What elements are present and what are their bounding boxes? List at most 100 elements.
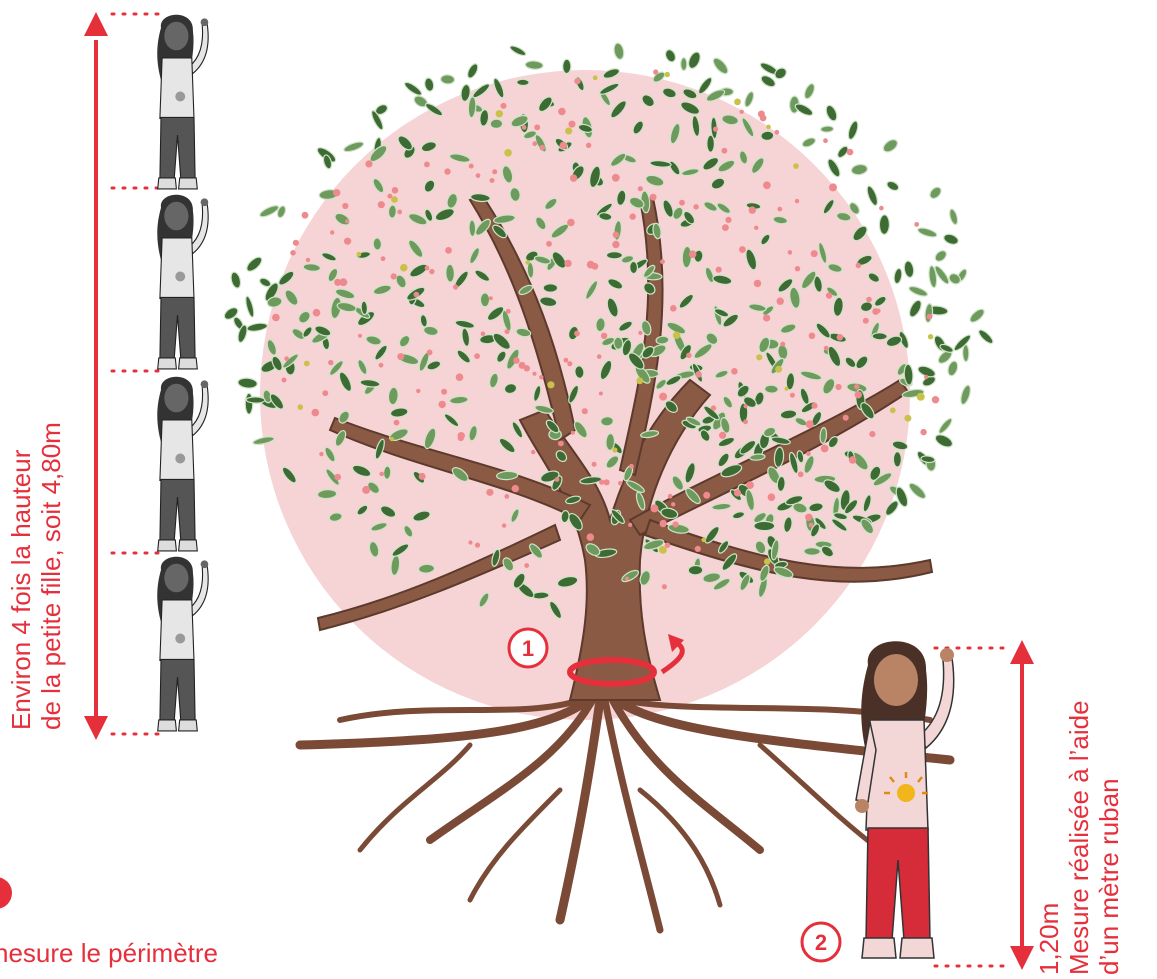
- blossom: [468, 540, 472, 544]
- blossom: [914, 222, 919, 227]
- blossom: [659, 546, 667, 554]
- leaf: [804, 547, 821, 555]
- blossom: [333, 189, 340, 196]
- leaf: [917, 226, 938, 238]
- blossom: [392, 187, 399, 194]
- blossom: [424, 162, 430, 168]
- blossom: [754, 226, 758, 230]
- leaf: [851, 163, 868, 175]
- blossom: [439, 401, 446, 408]
- blossom: [445, 247, 452, 254]
- blossom: [660, 520, 667, 527]
- blossom: [849, 456, 857, 464]
- leaf: [664, 48, 678, 64]
- blossom: [823, 138, 828, 143]
- blossom: [809, 523, 814, 528]
- tree-height-arrow: [84, 12, 108, 740]
- blossom: [798, 471, 804, 477]
- blossom: [378, 201, 385, 208]
- blossom: [522, 125, 527, 130]
- girl-height-caption: 1,20m Mesure réalisée à l’aide d’un mètr…: [1034, 595, 1124, 975]
- blossom: [612, 174, 620, 182]
- blossom: [476, 173, 481, 178]
- blossom: [345, 219, 349, 223]
- leaf: [403, 80, 423, 97]
- blossom: [671, 502, 675, 506]
- leaf: [246, 397, 265, 404]
- girl-figure-icon: [855, 641, 954, 958]
- blossom: [592, 263, 599, 270]
- blossom: [829, 183, 837, 191]
- leaf: [711, 56, 731, 76]
- blossom: [313, 309, 321, 317]
- blossom: [790, 393, 795, 398]
- blossom: [793, 163, 799, 169]
- blossom: [811, 403, 817, 409]
- leaf: [933, 432, 954, 449]
- blossom: [427, 350, 433, 356]
- blossom: [716, 267, 722, 273]
- blossom: [618, 481, 622, 485]
- leaf: [959, 384, 972, 405]
- blossom: [513, 357, 520, 364]
- blossom: [613, 232, 620, 239]
- blossom: [780, 342, 785, 347]
- leaf: [681, 58, 687, 71]
- leaf: [968, 307, 986, 325]
- leaf: [440, 74, 454, 84]
- blossom: [574, 331, 580, 337]
- blossom: [612, 447, 617, 452]
- tree-height-caption: Environ 4 fois la hauteur de la petite f…: [6, 310, 66, 730]
- leaf: [933, 248, 948, 263]
- leaf: [893, 268, 903, 284]
- blossom: [558, 108, 566, 116]
- blossom: [777, 298, 784, 305]
- blossom: [599, 392, 603, 396]
- blossom: [668, 494, 673, 499]
- blossom: [670, 305, 677, 312]
- blossom: [502, 523, 506, 527]
- blossom: [272, 314, 280, 322]
- leaf: [754, 521, 775, 530]
- leaf: [821, 126, 834, 133]
- grey-girl-stack: [157, 15, 208, 731]
- blossom: [725, 217, 731, 223]
- blossom: [365, 160, 372, 167]
- leaf: [543, 284, 557, 292]
- leaf: [872, 333, 887, 340]
- blossom: [785, 387, 789, 391]
- blossom: [284, 356, 289, 361]
- leaf: [937, 417, 954, 435]
- grey-girl-icon: [157, 557, 208, 731]
- leaf: [801, 136, 817, 149]
- blossom: [564, 358, 569, 363]
- blossom: [659, 393, 667, 401]
- blossom: [630, 213, 636, 219]
- blossom: [469, 164, 474, 169]
- blossom: [703, 492, 710, 499]
- blossom: [872, 308, 879, 315]
- blossom: [504, 494, 509, 499]
- blossom: [344, 238, 351, 245]
- blossom: [653, 69, 658, 74]
- blossom: [456, 373, 464, 381]
- blossom: [429, 269, 434, 274]
- blossom: [525, 260, 529, 264]
- blossom: [524, 563, 529, 568]
- leaf: [490, 119, 503, 129]
- blossom: [486, 489, 493, 496]
- leaf: [361, 301, 368, 315]
- step-3-marker-partial: [0, 877, 12, 909]
- blossom: [928, 334, 933, 339]
- step-1-marker: 1: [509, 629, 547, 667]
- blossom: [475, 543, 480, 548]
- blossom: [293, 240, 299, 246]
- blossom: [629, 464, 634, 469]
- leaf: [826, 157, 843, 178]
- blossom: [695, 546, 701, 552]
- blossom: [290, 250, 296, 256]
- blossom: [650, 504, 658, 512]
- blossom: [298, 404, 304, 410]
- blossom: [774, 130, 779, 135]
